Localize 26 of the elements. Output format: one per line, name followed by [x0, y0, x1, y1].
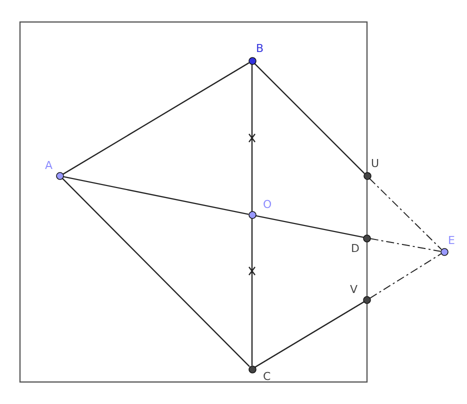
line-segment: [63, 176, 249, 215]
line-segment: [255, 215, 364, 238]
line-segment: [254, 63, 365, 174]
labeled-point: [248, 42, 266, 64]
line-segment: [62, 62, 250, 175]
labeled-point: [248, 198, 273, 218]
point-label: A: [45, 159, 53, 172]
point-label: C: [263, 370, 271, 383]
labeled-point: [351, 234, 370, 255]
point-label: U: [371, 157, 380, 170]
labeled-point: [248, 366, 273, 383]
point-label: B: [256, 42, 264, 55]
dash-dot-line: [369, 253, 442, 299]
point-label: D: [351, 242, 360, 255]
dash-dot-line: [370, 238, 442, 252]
point-label: E: [448, 234, 455, 247]
dash-dot-line: [369, 178, 442, 250]
point-label: V: [350, 283, 358, 296]
labeled-point: [350, 283, 370, 304]
line-segment: [62, 178, 250, 367]
line-segment: [251, 218, 253, 366]
labeled-point: [364, 157, 381, 180]
point-label: O: [263, 198, 272, 211]
line-segment: [251, 64, 253, 212]
line-segment: [254, 301, 364, 368]
labeled-point: [45, 159, 64, 180]
